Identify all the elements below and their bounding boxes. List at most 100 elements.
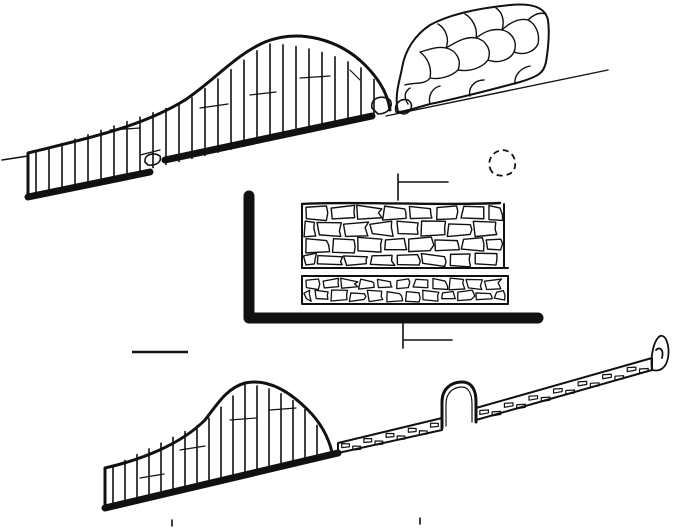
course-stone xyxy=(330,289,349,302)
upper-section xyxy=(1,34,609,201)
lower-section xyxy=(101,334,670,527)
course-stone xyxy=(316,221,343,238)
rubble-band-1-outline xyxy=(337,417,443,454)
boulder-base-stones xyxy=(394,98,413,115)
course-stone xyxy=(396,253,422,266)
course-stone xyxy=(305,278,321,291)
lower-stone-course xyxy=(301,275,509,305)
course-stone xyxy=(305,237,331,254)
course-stone xyxy=(384,237,408,251)
course-stone xyxy=(404,291,421,303)
upper-stone-boulder xyxy=(394,3,550,115)
boulder-outline xyxy=(395,3,550,113)
course-stone xyxy=(457,289,476,302)
course-stone xyxy=(446,223,473,238)
rubble-stone xyxy=(614,375,625,381)
course-stone xyxy=(460,236,485,252)
lower-course-outline xyxy=(301,275,509,305)
upper-level-mark xyxy=(397,173,449,201)
upper-small-stones xyxy=(144,96,393,166)
rubble-stone xyxy=(418,430,428,436)
upper-stone-course xyxy=(300,201,509,277)
course-stone xyxy=(369,254,396,267)
baseline-ticks xyxy=(171,517,421,527)
course-stone xyxy=(420,220,447,237)
course-stone xyxy=(342,221,370,238)
course-stone xyxy=(434,239,461,252)
upper-course-stones xyxy=(302,204,504,268)
upper-ground-line xyxy=(1,69,609,161)
rubble-stone xyxy=(407,427,417,433)
course-stone xyxy=(396,220,419,235)
course-stone xyxy=(348,292,367,303)
course-stone xyxy=(386,291,404,303)
upper-mound-cracks xyxy=(109,69,361,156)
course-stone xyxy=(488,204,504,222)
lower-mound-hatching xyxy=(112,384,318,507)
course-stone xyxy=(369,220,394,238)
rubble-stone xyxy=(589,382,600,388)
course-stone xyxy=(305,205,329,222)
course-stone xyxy=(330,204,356,220)
rubble-stone xyxy=(565,389,576,396)
course-stone xyxy=(303,289,312,302)
course-stone xyxy=(441,290,457,300)
stone-arch-inner xyxy=(445,386,473,427)
l-shaped-wall xyxy=(243,190,544,324)
lower-course-stones xyxy=(303,277,506,303)
rubble-stone xyxy=(479,409,490,416)
rubble-stone xyxy=(552,387,563,394)
course-stone xyxy=(465,278,483,291)
course-stone xyxy=(408,236,435,253)
course-stone xyxy=(366,289,384,303)
lower-mound-outline xyxy=(103,380,334,510)
rubble-band-1-stones xyxy=(341,422,439,451)
course-stone xyxy=(483,278,503,291)
course-stone xyxy=(314,289,329,300)
rubble-stone xyxy=(602,373,612,380)
course-stone xyxy=(449,253,472,268)
end-stone xyxy=(650,334,670,372)
course-stone xyxy=(420,252,447,268)
rubble-stone xyxy=(528,395,539,401)
upper-buried-floor xyxy=(24,168,154,201)
rubble-stone xyxy=(516,403,526,410)
rubble-stone xyxy=(638,367,649,374)
rubble-stone xyxy=(577,380,588,387)
lower-mound-cracks xyxy=(139,407,297,479)
lower-level-mark xyxy=(402,321,453,349)
course-stone xyxy=(303,220,317,238)
boulder-joints xyxy=(404,7,547,105)
course-stone xyxy=(381,205,407,221)
small-stone-ring xyxy=(488,149,517,177)
course-stone xyxy=(396,278,411,290)
course-stone xyxy=(422,289,440,302)
rubble-band-2-stones xyxy=(479,366,649,417)
course-stone xyxy=(331,237,356,254)
rubble-stone xyxy=(396,435,406,441)
rubble-stone xyxy=(503,402,514,408)
course-stone xyxy=(408,205,433,220)
rubble-stone xyxy=(363,437,373,444)
course-stone xyxy=(340,277,359,289)
course-stone xyxy=(316,254,344,266)
wall-detail xyxy=(243,173,544,349)
upper-mound-outline xyxy=(26,34,392,199)
rubble-stone xyxy=(385,432,395,438)
course-stone xyxy=(357,278,375,290)
course-stone xyxy=(356,204,383,220)
rubble-stone xyxy=(491,410,502,417)
course-stone xyxy=(357,236,383,253)
rubble-stone xyxy=(626,366,637,373)
course-stone xyxy=(432,277,449,291)
course-stone xyxy=(436,205,459,221)
rubble-stone xyxy=(374,440,384,446)
rubble-stone xyxy=(429,422,439,428)
course-divider xyxy=(301,267,509,277)
course-stone xyxy=(302,252,318,266)
course-stone xyxy=(448,277,466,291)
rubble-stone xyxy=(540,396,551,403)
course-stone xyxy=(342,255,369,267)
course-stone xyxy=(322,277,340,289)
